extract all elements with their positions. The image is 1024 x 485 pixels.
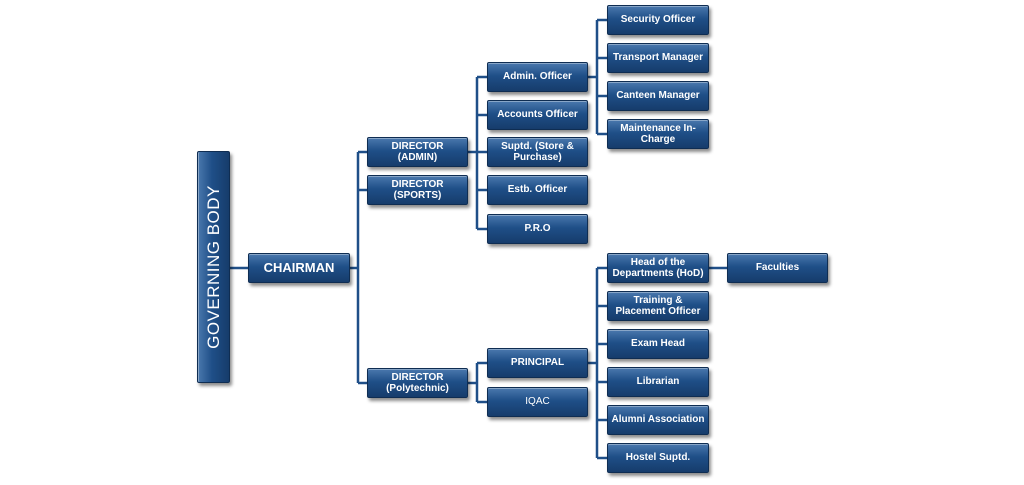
director-sports-box: DIRECTOR (SPORTS): [367, 175, 468, 205]
estb-officer-box: Estb. Officer: [487, 175, 588, 205]
principal-box: PRINCIPAL: [487, 348, 588, 378]
maintenance-box: Maintenance In-Charge: [607, 119, 709, 149]
governing-body-box: GOVERNING BODY: [197, 151, 230, 383]
security-officer-box: Security Officer: [607, 5, 709, 35]
iqac-box: IQAC: [487, 387, 588, 417]
admin-officer-box: Admin. Officer: [487, 62, 588, 92]
exam-head-box: Exam Head: [607, 329, 709, 359]
faculties-box: Faculties: [727, 253, 828, 283]
canteen-manager-box: Canteen Manager: [607, 81, 709, 111]
alumni-association-box: Alumni Association: [607, 405, 709, 435]
accounts-officer-box: Accounts Officer: [487, 100, 588, 130]
chairman-box: CHAIRMAN: [248, 253, 350, 283]
director-admin-box: DIRECTOR (ADMIN): [367, 137, 468, 167]
hod-box: Head of the Departments (HoD): [607, 253, 709, 283]
pro-box: P.R.O: [487, 214, 588, 244]
transport-manager-box: Transport Manager: [607, 43, 709, 73]
governing-body-label: GOVERNING BODY: [203, 185, 223, 349]
librarian-box: Librarian: [607, 367, 709, 397]
director-polytechnic-box: DIRECTOR (Polytechnic): [367, 368, 468, 398]
hostel-supdt-box: Hostel Suptd.: [607, 443, 709, 473]
supdt-store-box: Suptd. (Store & Purchase): [487, 137, 588, 167]
training-placement-box: Training & Placement Officer: [607, 291, 709, 321]
